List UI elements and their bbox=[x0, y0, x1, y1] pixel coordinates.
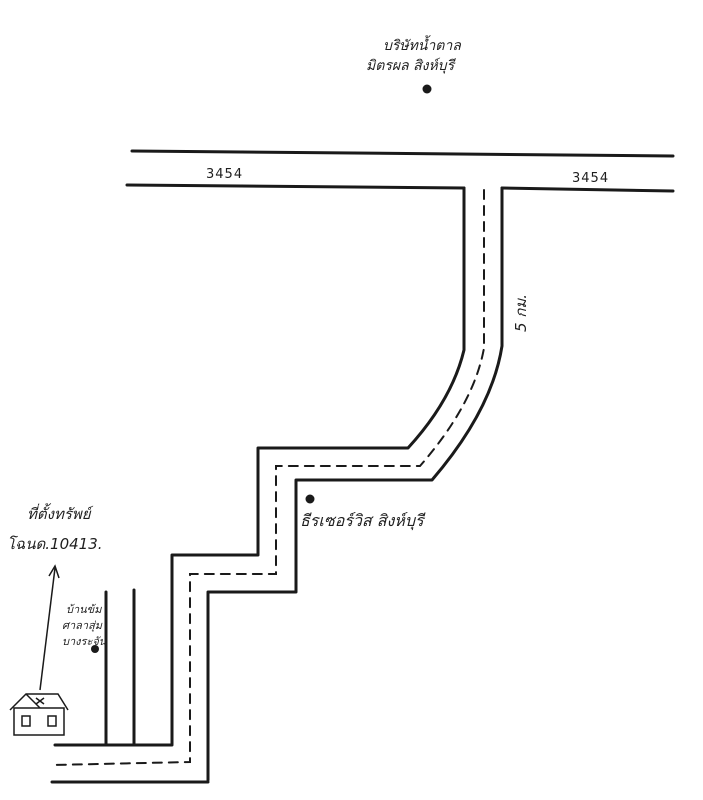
road-edge-outer bbox=[53, 186, 466, 747]
road-edge-inner bbox=[206, 186, 504, 782]
highway-edge-top bbox=[130, 149, 675, 158]
location-dot-icon bbox=[91, 645, 99, 653]
deed-number-label: โฉนด.10413. bbox=[7, 535, 103, 553]
top-place-name-line1: บริษัทน้ำตาล bbox=[383, 38, 461, 54]
side-street-right-edge bbox=[132, 588, 170, 747]
highway-number-right: 3454 bbox=[572, 171, 610, 186]
village-label-line1: บ้านข้ม bbox=[66, 603, 102, 616]
arrow-up-icon bbox=[39, 564, 60, 691]
top-place-name-line2: มิตรผล สิงห์บุรี bbox=[366, 58, 455, 74]
road-centerline bbox=[51, 189, 485, 766]
highway-edge-bottom-right bbox=[500, 186, 675, 193]
village-label-line3: บางระจัน bbox=[62, 635, 107, 648]
middle-place-name: ธีรเซอร์วิส สิงห์บุรี bbox=[300, 511, 424, 530]
house-icon bbox=[9, 693, 69, 736]
location-dot-icon bbox=[305, 494, 315, 504]
property-location-label: ที่ตั้งทรัพย์ bbox=[27, 505, 91, 523]
distance-label: 5 กม. bbox=[512, 293, 530, 332]
highway-edge-bottom-left bbox=[125, 183, 466, 190]
location-dot-icon bbox=[422, 84, 432, 94]
highway-number-left: 3454 bbox=[206, 167, 244, 182]
village-label-line2: ศาลาสุ่ม bbox=[62, 619, 103, 632]
